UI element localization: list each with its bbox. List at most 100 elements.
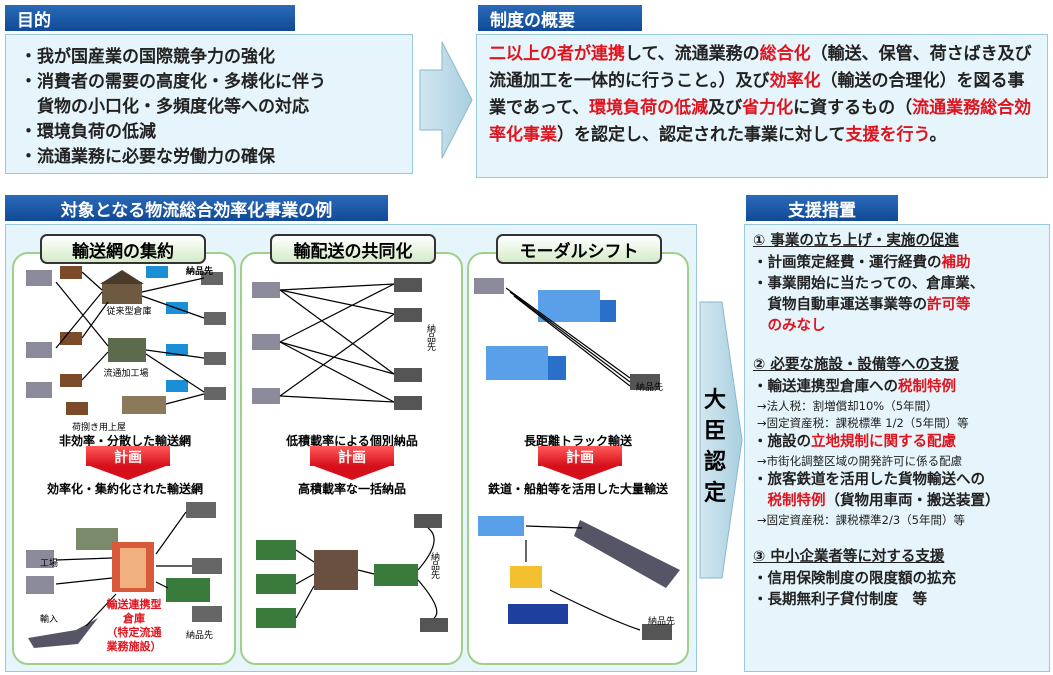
overview-header-label: 制度の概要 bbox=[490, 10, 575, 31]
support-item: ・長期無利子貸付制度 等 bbox=[753, 590, 927, 611]
panel-title-joint: 輸配送の共同化 bbox=[270, 234, 436, 264]
support-item: 税制特例（貨物用車両・搬送装置） bbox=[753, 491, 1000, 512]
overview-highlight: 省力化 bbox=[742, 98, 794, 118]
old-warehouse-label: 従来型倉庫 bbox=[106, 307, 152, 317]
panel-title-network-label: 輸送網の集約 bbox=[72, 241, 174, 262]
modal-destination2-label: 納品先 bbox=[648, 617, 676, 627]
certification-char: 臣 bbox=[703, 419, 726, 444]
overview-segment: （輸送、保管、荷さばき及び流通加工を一体的に行うこと。）及び bbox=[489, 44, 1032, 91]
joint-plan-label: 計画 bbox=[338, 450, 366, 466]
joint-after-diagram bbox=[256, 514, 448, 632]
overview-segment: 及び bbox=[708, 98, 743, 118]
network-before-diagram bbox=[26, 266, 226, 415]
examples-header-label: 対象となる物流総合効率化事業の例 bbox=[60, 200, 333, 221]
examples-header: 対象となる物流総合効率化事業の例 bbox=[5, 195, 388, 221]
joint-destination-text: 納品先 bbox=[425, 324, 435, 351]
overview-highlight: 総合化 bbox=[759, 44, 811, 64]
purpose-to-overview-arrow bbox=[419, 41, 473, 159]
hub-label-3: （特定流通 bbox=[106, 626, 162, 639]
certification-char: 定 bbox=[703, 481, 726, 506]
unloading-shed-label: 荷捌き用上屋 bbox=[72, 423, 127, 433]
modal-before-diagram bbox=[474, 278, 660, 390]
joint-destination2-text: 納品先 bbox=[429, 552, 439, 579]
support-detail: →固定資産税：課税標準2/3（5年間）等 bbox=[757, 513, 965, 527]
hub-label-4: 業務施設） bbox=[106, 640, 162, 653]
support-text: ・事業開始に当たっての、倉庫業、 bbox=[753, 276, 985, 292]
purpose-item: ・我が国産業の国際競争力の強化 bbox=[20, 47, 275, 67]
support-detail: →法人税：割増償却10%（5年間） bbox=[757, 399, 938, 413]
overview-header: 制度の概要 bbox=[478, 5, 642, 31]
panel-title-network: 輸送網の集約 bbox=[40, 234, 206, 264]
network-after-diagram bbox=[26, 502, 222, 648]
joint-after-caption: 高積載率な一括納品 bbox=[297, 482, 406, 496]
support-highlight: 税制特例 bbox=[898, 379, 956, 395]
network-plan-label: 計画 bbox=[114, 450, 142, 466]
support-highlight: 立地規制に関する配慮 bbox=[811, 434, 956, 450]
purpose-header: 目的 bbox=[5, 5, 295, 31]
support-section-title: ② 必要な施設・設備等への支援 bbox=[753, 357, 959, 373]
network-destination-label: 納品先 bbox=[186, 267, 214, 277]
support-text: ・施設の bbox=[753, 434, 811, 450]
support-section-title: ③ 中小企業者等に対する支援 bbox=[753, 549, 945, 565]
certification-char: 大 bbox=[703, 388, 726, 413]
modal-plan-label: 計画 bbox=[566, 450, 594, 466]
overview-highlight: 支援を行う bbox=[845, 125, 930, 145]
panel-title-modal-label: モーダルシフト bbox=[519, 241, 639, 262]
processing-plant-label: 流通加工場 bbox=[103, 369, 149, 379]
certification-label: 大 臣 認 定 bbox=[700, 385, 730, 509]
support-text: ・旅客鉄道を活用した貨物輸送への bbox=[753, 472, 985, 488]
support-header-label: 支援措置 bbox=[788, 200, 856, 221]
support-text bbox=[753, 318, 768, 334]
overview-highlight: 流通業務総合効率化事業 bbox=[489, 98, 1032, 145]
overview-segment: して、流通業務の bbox=[625, 44, 760, 64]
support-highlight: のみなし bbox=[767, 318, 826, 334]
support-item: ・輸送連携型倉庫への税制特例 bbox=[753, 377, 956, 398]
support-text: （貨物用車両・搬送装置） bbox=[825, 493, 1000, 509]
factory-label: 工場 bbox=[40, 559, 59, 569]
joint-destination2-label: 納品先 bbox=[428, 552, 440, 582]
panel-title-joint-label: 輸配送の共同化 bbox=[293, 241, 413, 262]
support-highlight: 税制特例 bbox=[767, 493, 826, 509]
purpose-item: ・消費者の需要の高度化・多様化に伴う bbox=[20, 72, 326, 92]
import-label: 輸入 bbox=[40, 615, 59, 625]
support-highlight: 補助 bbox=[941, 255, 971, 271]
panel-title-modal: モーダルシフト bbox=[496, 234, 662, 264]
joint-before-diagram bbox=[252, 278, 422, 410]
modal-before-caption: 長距離トラック輸送 bbox=[523, 434, 632, 448]
overview-segment: （輸送の合理化）を図る事業であって、 bbox=[489, 71, 1025, 118]
overview-segment: 。 bbox=[929, 125, 947, 145]
certification-arrow bbox=[699, 301, 743, 579]
hub-label-1: 輸送連携型 bbox=[106, 598, 162, 611]
support-section-title: ① 事業の立ち上げ・実施の促進 bbox=[753, 233, 959, 249]
purpose-item: ・環境負荷の低減 bbox=[20, 122, 156, 142]
purpose-box: ・我が国産業の国際競争力の強化 ・消費者の需要の高度化・多様化に伴う 貨物の小口… bbox=[5, 34, 413, 174]
support-item: ・旅客鉄道を活用した貨物輸送への bbox=[753, 470, 985, 491]
modal-destination-label: 納品先 bbox=[636, 383, 664, 393]
modal-after-diagram bbox=[478, 516, 680, 640]
support-text: ・輸送連携型倉庫への bbox=[753, 379, 898, 395]
support-text: ・長期無利子貸付制度 等 bbox=[753, 592, 927, 608]
support-highlight: 許可等 bbox=[927, 297, 971, 313]
support-detail: →市街化調整区域の開発許可に係る配慮 bbox=[757, 454, 963, 468]
modal-after-caption: 鉄道・船舶等を活用した大量輸送 bbox=[487, 482, 668, 496]
overview-text: 二以上の者が連携して、流通業務の総合化（輸送、保管、荷さばき及び流通加工を一体的… bbox=[477, 35, 1047, 149]
support-item: ・事業開始に当たっての、倉庫業、 bbox=[753, 274, 984, 295]
overview-highlight: 効率化 bbox=[769, 71, 821, 91]
overview-box: 二以上の者が連携して、流通業務の総合化（輸送、保管、荷さばき及び流通加工を一体的… bbox=[476, 34, 1048, 178]
support-text bbox=[753, 493, 768, 509]
support-item: ・施設の立地規制に関する配慮 bbox=[753, 432, 956, 453]
support-header: 支援措置 bbox=[746, 195, 898, 221]
overview-highlight: 環境負荷の低減 bbox=[589, 98, 709, 118]
purpose-list: ・我が国産業の国際競争力の強化 ・消費者の需要の高度化・多様化に伴う 貨物の小口… bbox=[6, 35, 412, 170]
support-text: ・計画策定経費・運行経費の bbox=[753, 255, 942, 271]
support-detail: →固定資産税：課税標準 1/2（5年間）等 bbox=[757, 416, 969, 430]
modal-plan-arrow: 計画 bbox=[538, 446, 622, 480]
joint-plan-arrow: 計画 bbox=[310, 446, 394, 480]
network-destination2-label: 納品先 bbox=[186, 631, 214, 641]
overview-highlight: 二以上の者が連携 bbox=[489, 44, 625, 64]
overview-segment: ）を認定し、認定された事業に対して bbox=[557, 125, 846, 145]
joint-destination-label: 納品先 bbox=[424, 324, 436, 354]
hub-label-2: 倉庫 bbox=[123, 612, 145, 625]
support-box: ① 事業の立ち上げ・実施の促進・計画策定経費・運行経費の補助・事業開始に当たって… bbox=[744, 224, 1050, 672]
support-item: ・信用保険制度の限度額の拡充 bbox=[753, 569, 956, 590]
